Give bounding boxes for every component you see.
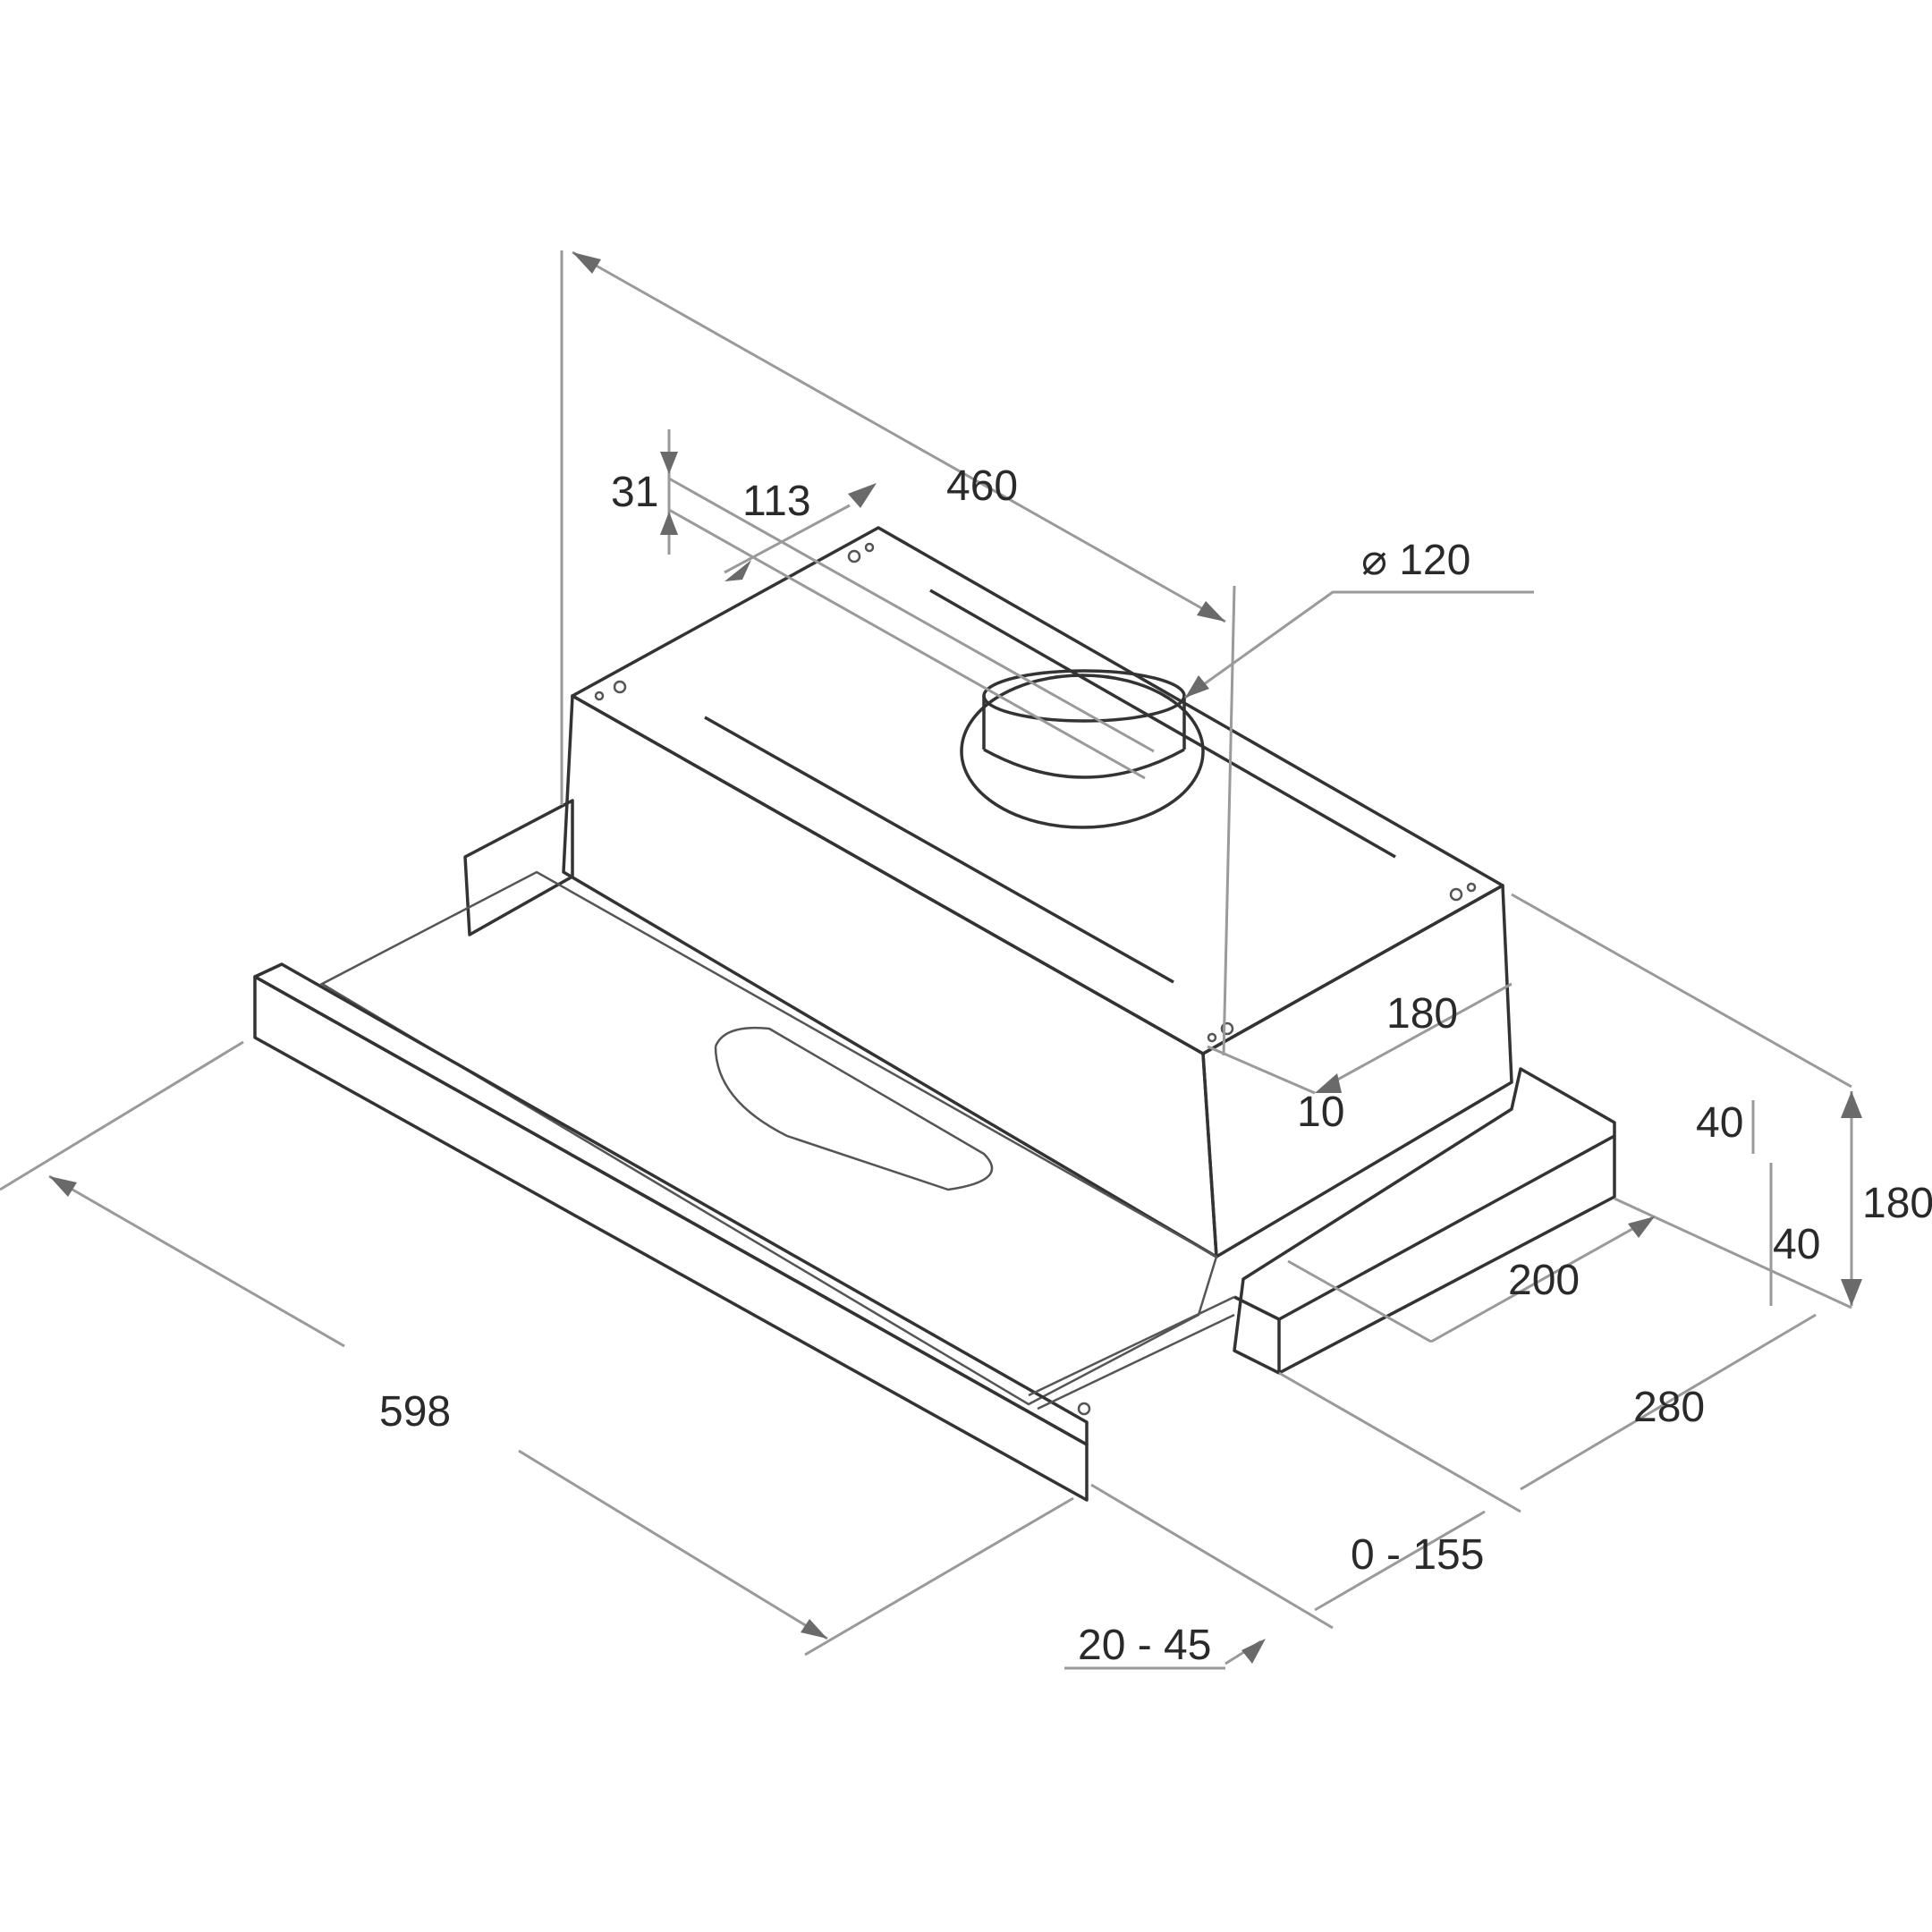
base-left <box>463 799 574 936</box>
dimension-label-200: 200 <box>1508 1257 1580 1304</box>
tray-interior <box>319 870 1218 1406</box>
dimension-label-40-top: 40 <box>1696 1099 1744 1147</box>
dimension-label-extension: 0 - 155 <box>1351 1531 1485 1579</box>
body-front-face <box>562 694 1218 1258</box>
body-top-face <box>571 526 1504 1055</box>
dimension-label-total-height: 180 <box>1862 1180 1932 1227</box>
vent-slot <box>929 589 1396 859</box>
dimension-label-front-panel: 20 - 45 <box>1078 1622 1212 1669</box>
dimension-label-duct: ⌀ 120 <box>1361 537 1471 584</box>
dimension-label-113: 113 <box>742 478 811 525</box>
dimension-label-40-side: 40 <box>1773 1221 1821 1268</box>
dimension-label-depth: 460 <box>946 462 1019 510</box>
dimension-label-280: 280 <box>1633 1384 1706 1431</box>
dimension-label-body-height: 180 <box>1386 990 1459 1038</box>
body-side-face <box>1201 884 1513 1258</box>
duct-flange <box>960 674 1205 829</box>
base-right <box>1233 1067 1616 1375</box>
dimension-label-31: 31 <box>611 469 659 516</box>
vent-slot <box>704 716 1174 984</box>
dimension-label-width: 598 <box>379 1388 452 1436</box>
filter-handle <box>714 1027 994 1191</box>
dimension-label-10: 10 <box>1297 1089 1345 1136</box>
